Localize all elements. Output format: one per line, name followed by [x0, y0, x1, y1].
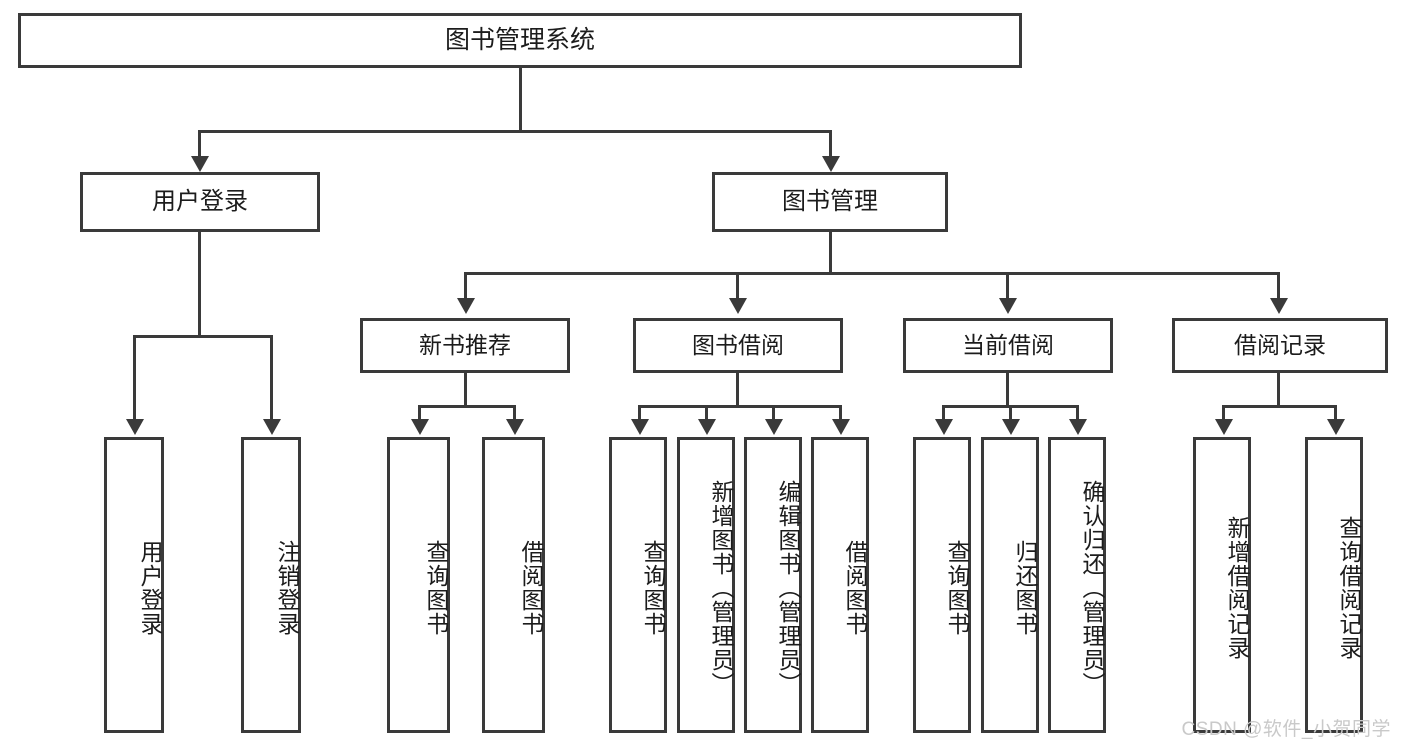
connector-borrow-record-leaf1 — [1222, 405, 1225, 421]
leaf-label: 借阅图书 — [842, 540, 868, 636]
arrow-user-login-leaf1 — [126, 419, 144, 435]
connector-user-login-leaf1 — [133, 335, 136, 421]
arrow-book-borrow-leaf1 — [631, 419, 649, 435]
leaf-user-login[interactable]: 用户登录 — [104, 437, 164, 733]
arrow-borrow-record-leaf2 — [1327, 419, 1345, 435]
connector-user-login-bus — [133, 335, 273, 338]
node-label: 图书管理 — [782, 188, 878, 215]
connector-borrow-record-trunk — [1277, 373, 1280, 405]
node-label: 图书管理系统 — [444, 26, 595, 54]
connector-book-borrow-bus — [638, 405, 842, 408]
leaf-logout[interactable]: 注销登录 — [241, 437, 301, 733]
leaf-label: 借阅图书 — [518, 540, 544, 636]
leaf-label: 新增借阅记录 — [1224, 516, 1250, 660]
leaf-label: 查询图书 — [944, 540, 970, 636]
leaf-add-book-admin[interactable]: 新增图书（管理员） — [677, 437, 735, 733]
connector-book-mgmt-trunk — [829, 232, 832, 272]
arrow-root-to-user-login — [191, 156, 209, 172]
node-root-library-system[interactable]: 图书管理系统 — [18, 13, 1022, 68]
arrow-new-book-rec-leaf1 — [411, 419, 429, 435]
connector-current-borrow-leaf3 — [1076, 405, 1079, 421]
connector-borrow-record-bus — [1222, 405, 1337, 408]
arrow-current-borrow-leaf1 — [935, 419, 953, 435]
connector-to-book-borrow — [736, 272, 739, 300]
connector-book-borrow-leaf3 — [772, 405, 775, 421]
leaf-label: 归还图书 — [1012, 540, 1038, 636]
arrow-to-current-borrow — [999, 298, 1017, 314]
arrow-to-book-borrow — [729, 298, 747, 314]
connector-to-current-borrow — [1006, 272, 1009, 300]
leaf-edit-book-admin[interactable]: 编辑图书（管理员） — [744, 437, 802, 733]
leaf-label: 查询借阅记录 — [1336, 516, 1362, 660]
node-book-borrowing[interactable]: 图书借阅 — [633, 318, 843, 373]
leaf-label: 查询图书 — [423, 540, 449, 636]
connector-current-borrow-trunk — [1006, 373, 1009, 405]
node-label: 图书借阅 — [692, 332, 784, 358]
arrow-book-borrow-leaf3 — [765, 419, 783, 435]
connector-to-new-book-rec — [464, 272, 467, 300]
connector-book-borrow-leaf2 — [705, 405, 708, 421]
arrow-book-borrow-leaf2 — [698, 419, 716, 435]
leaf-query-books-new-rec[interactable]: 查询图书 — [387, 437, 450, 733]
connector-borrow-record-leaf2 — [1334, 405, 1337, 421]
connector-to-borrow-record — [1277, 272, 1280, 300]
connector-root-to-book-mgmt — [829, 130, 832, 158]
node-new-book-recommendation[interactable]: 新书推荐 — [360, 318, 570, 373]
node-book-management[interactable]: 图书管理 — [712, 172, 948, 232]
leaf-label: 查询图书 — [640, 540, 666, 636]
leaf-label: 新增图书（管理员） — [708, 480, 734, 696]
node-label: 新书推荐 — [419, 332, 511, 358]
connector-root-to-user-login — [198, 130, 201, 158]
node-user-login[interactable]: 用户登录 — [80, 172, 320, 232]
connector-new-book-rec-leaf1 — [418, 405, 421, 421]
leaf-label: 注销登录 — [274, 540, 300, 636]
leaf-borrow-books[interactable]: 借阅图书 — [811, 437, 869, 733]
connector-book-borrow-trunk — [736, 373, 739, 405]
connector-book-mgmt-bus — [464, 272, 1280, 275]
leaf-query-books-borrow[interactable]: 查询图书 — [609, 437, 667, 733]
leaf-borrow-books-new-rec[interactable]: 借阅图书 — [482, 437, 545, 733]
csdn-watermark: CSDN @软件_小贺同学 — [1181, 719, 1391, 740]
leaf-confirm-return-admin[interactable]: 确认归还（管理员） — [1048, 437, 1106, 733]
connector-current-borrow-leaf2 — [1009, 405, 1012, 421]
connector-book-borrow-leaf1 — [638, 405, 641, 421]
connector-new-book-rec-trunk — [464, 373, 467, 405]
connector-current-borrow-leaf1 — [942, 405, 945, 421]
connector-new-book-rec-bus — [418, 405, 516, 408]
node-label: 用户登录 — [152, 188, 248, 215]
connector-user-login-trunk — [198, 232, 201, 335]
node-borrow-records[interactable]: 借阅记录 — [1172, 318, 1388, 373]
leaf-label: 用户登录 — [137, 540, 163, 636]
arrow-current-borrow-leaf3 — [1069, 419, 1087, 435]
connector-root-trunk — [519, 68, 522, 130]
arrow-root-to-book-mgmt — [822, 156, 840, 172]
connector-root-bus — [198, 130, 832, 133]
leaf-add-borrow-record[interactable]: 新增借阅记录 — [1193, 437, 1251, 733]
connector-new-book-rec-leaf2 — [513, 405, 516, 421]
arrow-to-borrow-record — [1270, 298, 1288, 314]
arrow-user-login-leaf2 — [263, 419, 281, 435]
node-current-borrowing[interactable]: 当前借阅 — [903, 318, 1113, 373]
arrow-borrow-record-leaf1 — [1215, 419, 1233, 435]
leaf-query-books-current[interactable]: 查询图书 — [913, 437, 971, 733]
arrow-current-borrow-leaf2 — [1002, 419, 1020, 435]
leaf-query-borrow-record[interactable]: 查询借阅记录 — [1305, 437, 1363, 733]
leaf-label: 编辑图书（管理员） — [775, 480, 801, 696]
leaf-return-books[interactable]: 归还图书 — [981, 437, 1039, 733]
arrow-book-borrow-leaf4 — [832, 419, 850, 435]
node-label: 当前借阅 — [962, 332, 1054, 358]
leaf-label: 确认归还（管理员） — [1079, 480, 1105, 696]
node-label: 借阅记录 — [1234, 332, 1326, 358]
connector-book-borrow-leaf4 — [839, 405, 842, 421]
connector-user-login-leaf2 — [270, 335, 273, 421]
arrow-new-book-rec-leaf2 — [506, 419, 524, 435]
arrow-to-new-book-rec — [457, 298, 475, 314]
